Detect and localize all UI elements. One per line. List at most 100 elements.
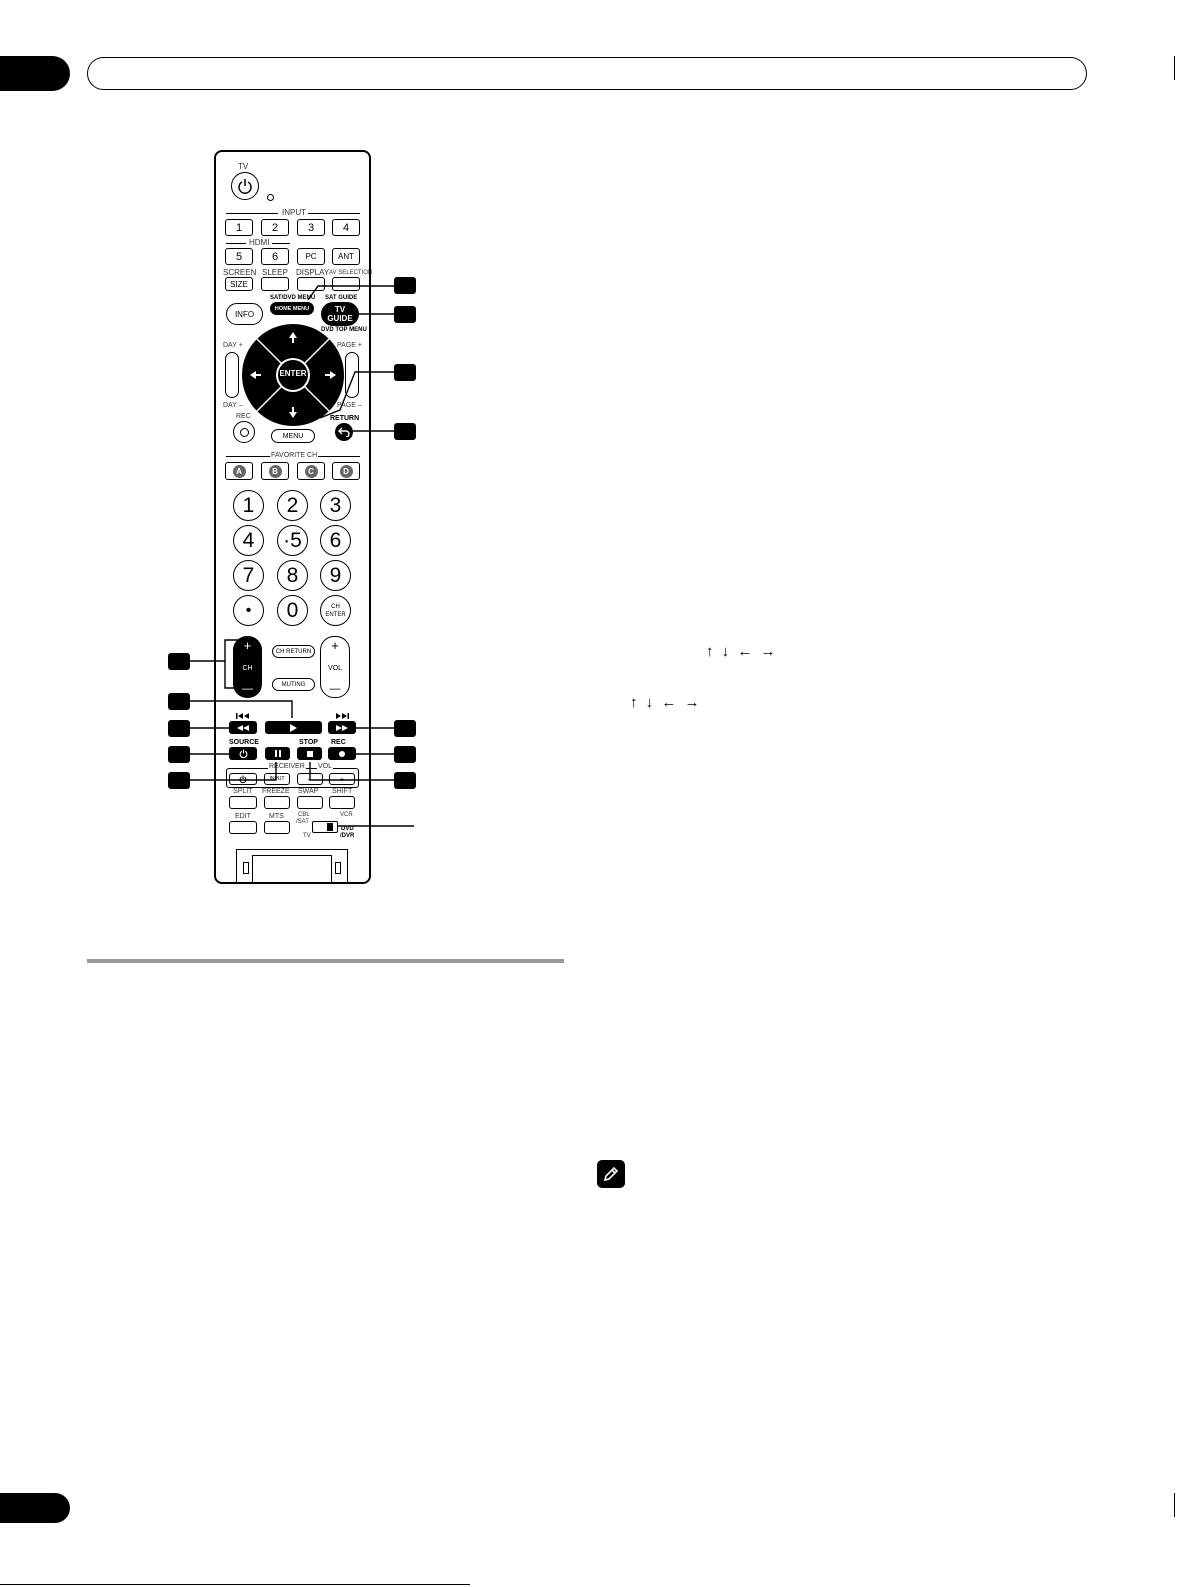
callout-box [394,423,416,440]
favorite-c-button: C [297,462,325,480]
callout-box [394,746,416,763]
rec-label: REC [331,739,346,746]
split-label: SPLIT [233,788,253,795]
input-2-button: 2 [261,219,289,236]
input-divider-right [308,213,360,214]
favorite-d-button: D [332,462,360,480]
callout-box [394,720,416,737]
hdmi-divider-left [226,243,246,244]
num-2-button: 2 [277,490,308,521]
dpad [242,324,344,426]
num-6-button: 6 [320,525,351,556]
tv-label: TV [238,162,249,171]
day-minus-label: DAY – [223,402,243,409]
fav-divider-left [226,456,270,457]
input-divider-left [226,213,278,214]
edit-button [229,821,257,834]
sat-guide-label: SAT GUIDE [325,295,358,301]
day-plus-label: DAY + [223,342,243,349]
cbl-sat-label-1: CBL [298,812,310,818]
mts-button [264,821,290,834]
record-button [328,747,356,760]
num-3-button: 3 [320,490,351,521]
hdmi-label: HDMI [249,238,270,247]
av-selection-button [332,277,360,291]
split-button [229,796,257,809]
hdmi-5-button: 5 [225,248,253,265]
freeze-button [264,796,290,809]
ch-label: CH [242,664,253,672]
callout-box [168,746,190,763]
swap-label: SWAP [298,788,319,795]
skip-forward-icon [336,713,349,719]
favorite-d-label: D [339,464,353,478]
power-icon [239,749,247,758]
ch-enter-line1: CH [331,603,340,610]
num-1-button: 1 [233,490,264,521]
favorite-b-button: B [261,462,289,480]
freeze-label: FREEZE [262,788,290,795]
hdmi-divider-right [272,243,290,244]
info-button: INFO [226,303,263,325]
muting-button: MUTING [272,678,315,691]
dvd-dvr-label-2: /DVR [340,833,355,839]
return-label: RETURN [330,415,360,422]
return-button [335,423,353,441]
size-button: SIZE [225,277,253,291]
hdmi-6-button: 6 [261,248,289,265]
dvd-top-menu-label: DVD TOP MENU [321,327,367,333]
tv-guide-line1: TV [334,305,346,314]
mode-switch-knob [327,823,333,831]
tv-guide-button: TV GUIDE [321,302,359,326]
page-number-tab [0,1493,70,1523]
rec-small-button [233,421,255,443]
source-power-button [229,747,257,760]
cover-notch-right [335,862,341,874]
callout-box [168,720,190,737]
mts-label: MTS [269,813,284,820]
page-minus-label: PAGE – [337,402,362,409]
enter-button-label: ENTER [279,369,307,378]
return-icon [338,427,350,437]
source-label: SOURCE [229,739,259,746]
day-rocker [225,352,239,398]
num-0-button: 0 [277,595,308,626]
shift-label: SHIFT [332,788,353,795]
num-8-button: 8 [277,560,308,591]
callout-box [394,306,416,323]
power-icon [238,179,252,194]
input-4-button: 4 [332,219,360,236]
sleep-button [261,277,289,291]
play-button [265,721,322,734]
num-7-button: 7 [233,560,264,591]
fast-forward-icon [336,724,348,731]
av-selection-label: AV SELECTION [329,270,373,276]
display-label: DISPLAY [296,268,330,277]
tv-power-button [231,172,259,200]
num-5-button: ·5 [277,525,308,556]
favorite-c-label: C [304,464,318,478]
cover-notch-left [243,862,249,874]
vol-minus: — [329,683,341,695]
page-plus-label: PAGE + [337,342,362,349]
mode-switch [312,821,338,833]
bottom-rule [0,1584,470,1585]
indicator-led [267,194,274,201]
rec-dot-icon [239,427,249,437]
callout-box [168,653,190,670]
skip-back-icon [236,713,249,719]
callout-box [168,772,190,789]
shift-button [329,796,355,809]
input-3-button: 3 [297,219,325,236]
rewind-button [229,721,257,734]
fast-forward-button [328,721,356,734]
play-icon [290,723,297,732]
crop-mark [1174,56,1175,80]
screen-size-label: SCREEN [223,268,257,277]
menu-button: MENU [271,429,315,443]
dvd-dvr-label-1: DVD [341,826,354,832]
receiver-vol-label: VOL [317,762,334,772]
receiver-vol-plus-button: + [329,773,355,785]
swap-button [297,796,323,809]
num-9-button: 9 [320,560,351,591]
